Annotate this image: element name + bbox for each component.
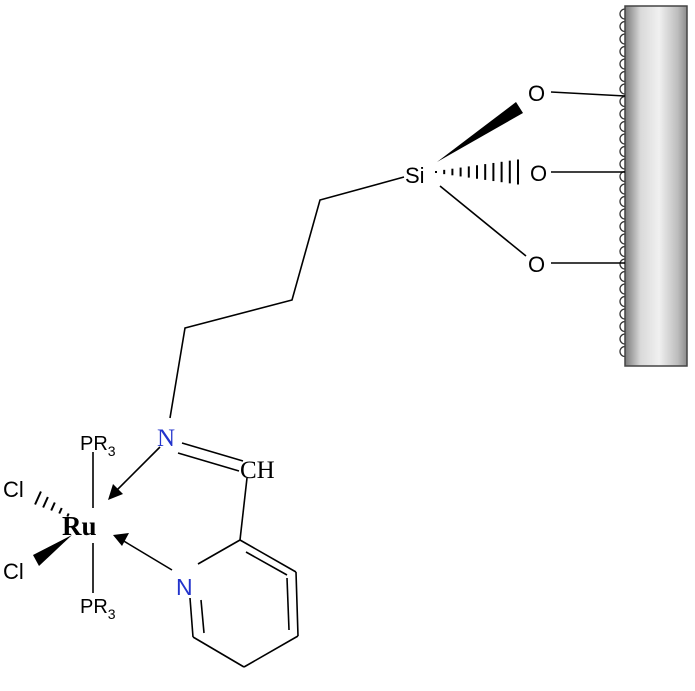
hash-stroke [42,496,49,508]
label-pr3-top: PR3 [80,433,116,459]
label-n-pyridine: N [176,574,193,600]
support-slab [624,5,688,367]
hash-stroke [66,513,70,517]
propyl-chain [169,176,405,419]
label-pr3-bottom: PR3 [80,596,116,622]
solid-support [619,5,688,367]
label-ru: Ru [62,511,97,541]
o-surface-bonds [550,91,626,264]
ch-to-ring-bond [239,477,248,541]
label-cl-top: Cl [3,477,24,502]
arrow-head-n-pyridine [113,533,129,546]
hash-stroke [58,507,63,514]
si-o-hashed-bond [435,159,519,185]
label-ch: CH [240,457,275,484]
pyridine-ring [189,539,299,668]
hash-stroke [50,502,56,511]
ru-cl-wedge-bond [33,535,72,566]
label-o-bottom: O [528,252,545,277]
si-o-wedge-bond [437,102,523,162]
hash-stroke [34,491,42,505]
label-si: Si [405,163,425,188]
imine-double-bond [177,442,244,472]
label-o-mid: O [530,161,547,186]
ru-cl-hashed-bond [34,491,70,517]
label-n-imine: N [157,425,175,452]
arrow-head-n-imine [108,484,123,500]
label-o-top: O [528,81,545,106]
label-cl-bottom: Cl [3,559,24,584]
si-o-bond-lower [439,185,527,257]
coordination-arrows [114,446,173,571]
